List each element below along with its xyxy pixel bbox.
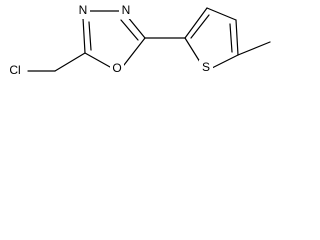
bond-thc2-thc3: [184, 7, 208, 39]
atom-n-right: N: [119, 3, 133, 19]
bond-c5-n4-double: [88, 21, 92, 51]
bond-c5-n4: [82, 17, 86, 54]
bond-ch2-c5: [54, 52, 86, 72]
atom-label-cl: Cl: [9, 63, 20, 77]
bond-thc4-thc5-double: [229, 23, 233, 53]
atom-label-o: O: [112, 61, 121, 75]
molecule-drawing: Cl O N N S: [4, 3, 271, 79]
atom-label-n-right: N: [122, 3, 131, 17]
atom-cl: Cl: [4, 63, 26, 79]
bond-n3-c2: [126, 15, 146, 39]
structure-diagram: Cl O N N S: [0, 0, 281, 87]
bond-thc5-s: [211, 54, 239, 69]
atom-n-left: N: [76, 3, 90, 19]
bond-thc2-thc3-double: [190, 14, 210, 39]
bond-thc5-methyl: [237, 41, 271, 56]
bond-thc4-thc5: [235, 19, 239, 56]
bond-s-thc2: [184, 37, 201, 63]
bond-c2-o1: [123, 37, 146, 66]
atom-labels: Cl O N N S: [4, 3, 213, 79]
bond-n3-c2-double: [120, 19, 139, 41]
atom-o: O: [110, 60, 124, 76]
atom-label-n-left: N: [79, 3, 88, 17]
bonds: [27, 7, 271, 72]
bond-o1-c5: [84, 52, 111, 68]
atom-s: S: [199, 60, 213, 76]
atom-label-s: S: [202, 60, 210, 74]
bond-thc3-thc4: [206, 7, 237, 21]
